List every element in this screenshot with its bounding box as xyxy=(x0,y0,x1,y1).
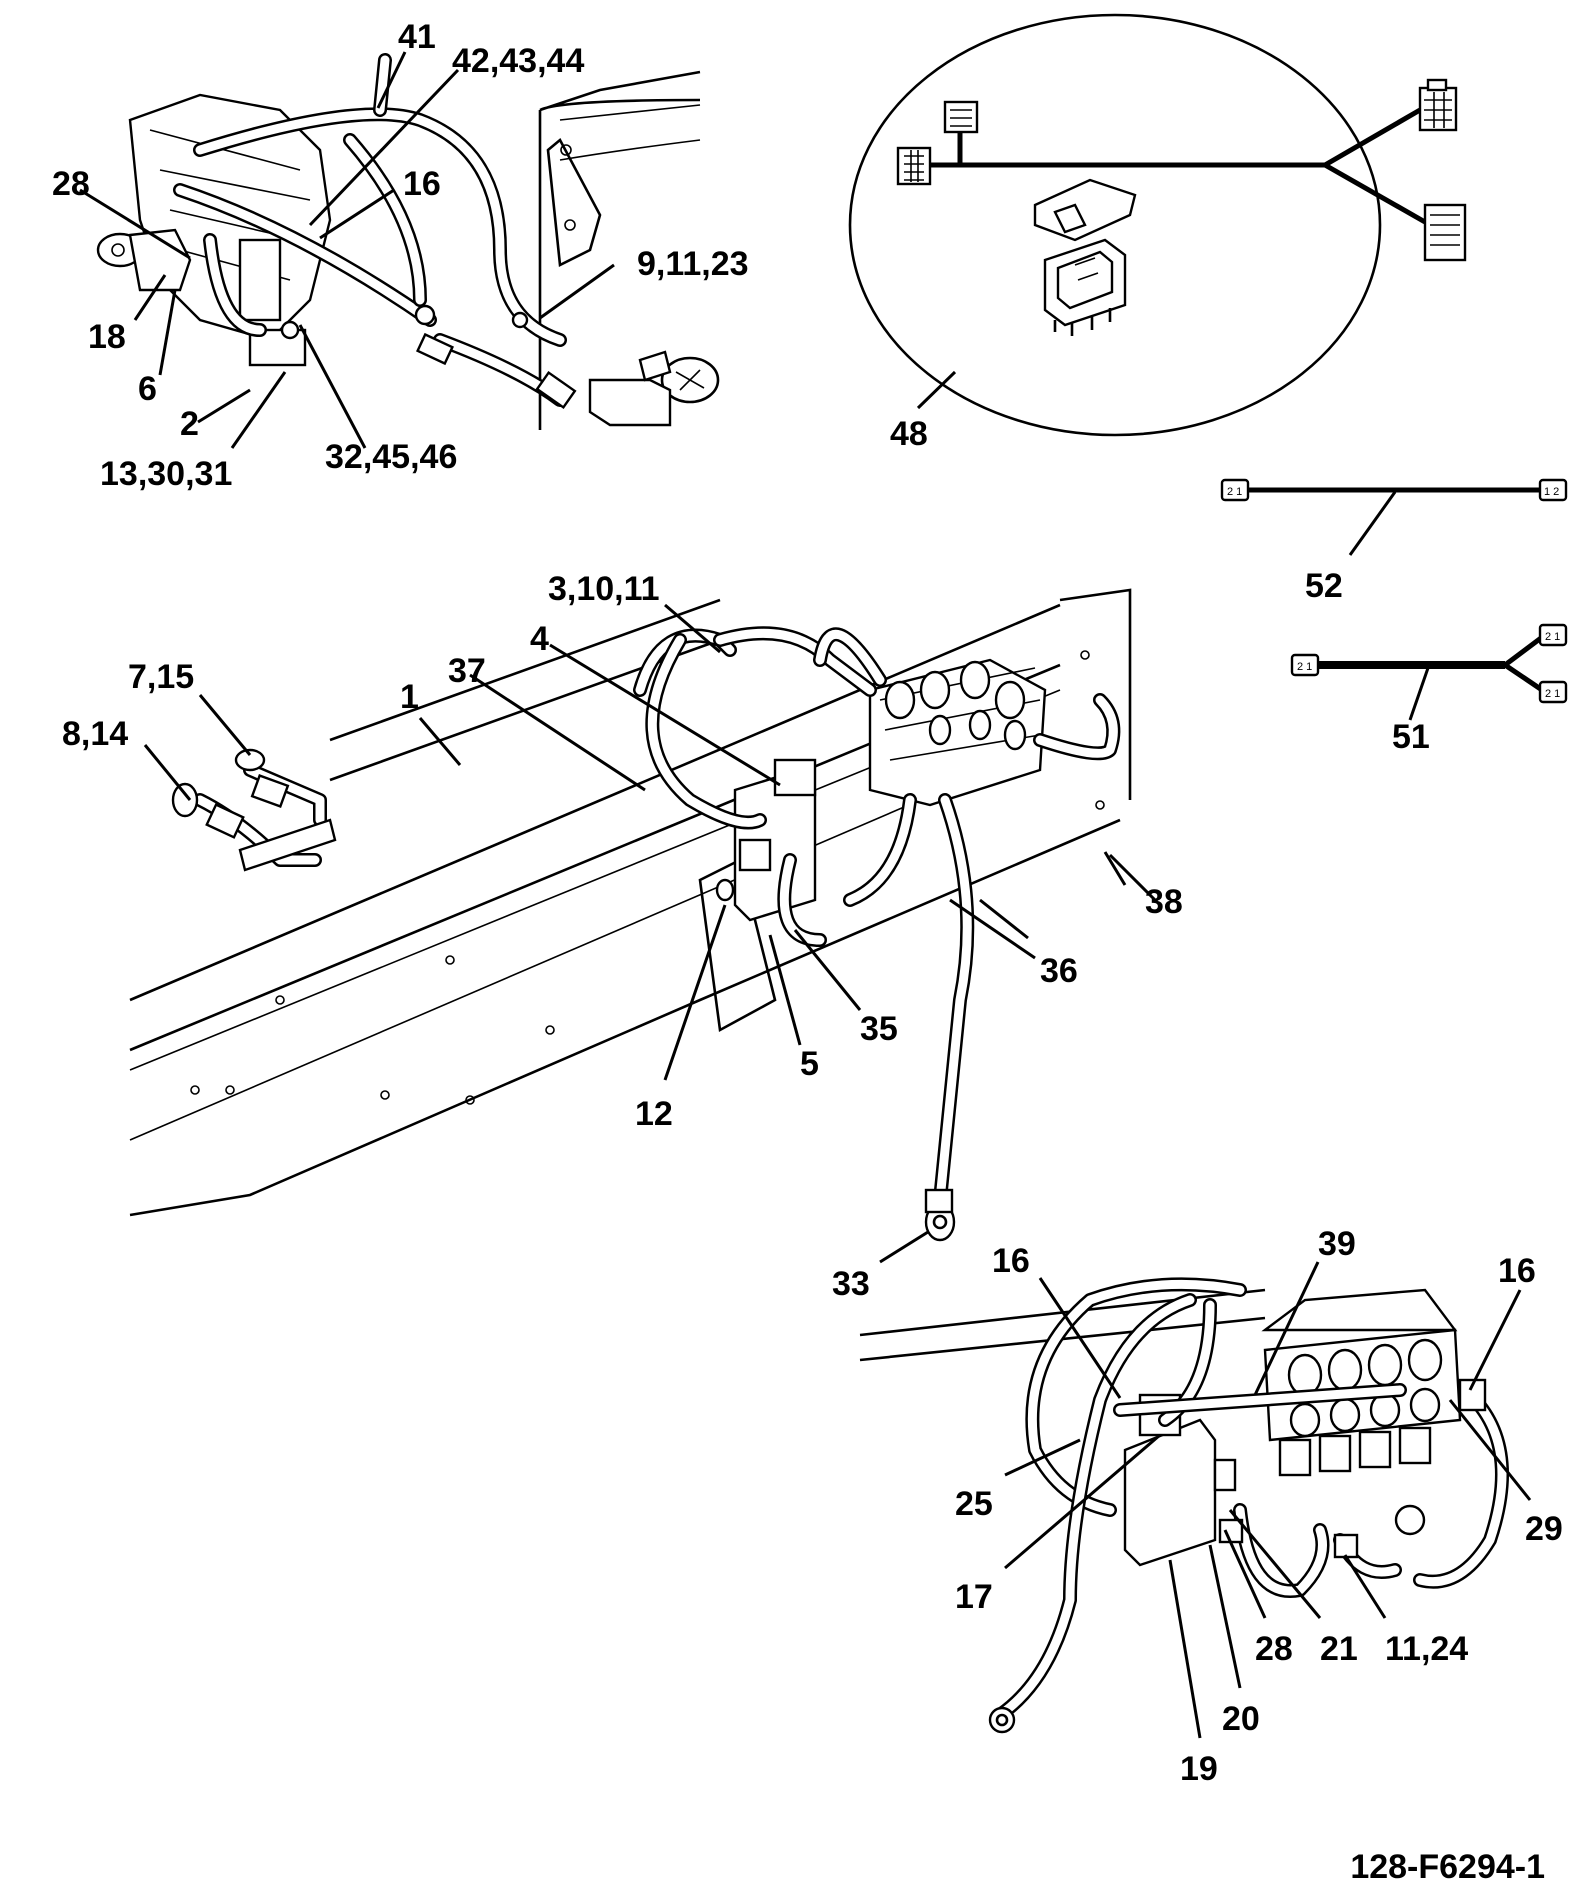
callout-28-top: 28 xyxy=(52,165,90,203)
callout-3-10-11: 3,10,11 xyxy=(548,570,660,608)
callout-48: 48 xyxy=(890,415,928,453)
top-left-pump-view xyxy=(79,51,720,449)
center-boom-valve-view xyxy=(129,588,1162,1264)
pin-label: 1 2 xyxy=(1544,486,1559,498)
callout-52: 52 xyxy=(1305,567,1343,605)
pin-label: 2 1 xyxy=(1545,631,1560,643)
callout-21: 21 xyxy=(1320,1630,1358,1668)
callout-41: 41 xyxy=(398,18,436,56)
harness-51: 2 1 2 1 2 1 xyxy=(1290,623,1568,721)
callout-29: 29 xyxy=(1525,1510,1563,1548)
callout-6: 6 xyxy=(138,370,157,408)
callout-16-bottom-left: 16 xyxy=(992,1242,1030,1280)
callout-18: 18 xyxy=(88,318,126,356)
callout-35: 35 xyxy=(860,1010,898,1048)
pin-label: 2 1 xyxy=(1227,486,1242,498)
callout-51: 51 xyxy=(1392,718,1430,756)
callout-12: 12 xyxy=(635,1095,673,1133)
callout-39: 39 xyxy=(1318,1225,1356,1263)
callout-16-top: 16 xyxy=(403,165,441,203)
callout-25: 25 xyxy=(955,1485,993,1523)
callout-labels: 41 42,43,44 28 16 9,11,23 18 6 2 13,30,3… xyxy=(52,18,1563,1788)
callout-4: 4 xyxy=(530,620,549,658)
callout-8-14: 8,14 xyxy=(62,715,128,753)
callout-17: 17 xyxy=(955,1578,993,1616)
callout-37: 37 xyxy=(448,652,486,690)
harness-52: 2 1 1 2 xyxy=(1220,478,1568,556)
callout-9-11-23: 9,11,23 xyxy=(637,245,749,283)
callout-42-43-44: 42,43,44 xyxy=(452,42,584,80)
callout-1: 1 xyxy=(400,678,419,716)
pin-label: 2 1 xyxy=(1545,688,1560,700)
callout-36: 36 xyxy=(1040,952,1078,990)
callout-28-bottom: 28 xyxy=(1255,1630,1293,1668)
callout-32-45-46: 32,45,46 xyxy=(325,438,457,476)
callout-11-24: 11,24 xyxy=(1385,1630,1468,1668)
callout-13-30-31: 13,30,31 xyxy=(100,455,232,493)
callout-20: 20 xyxy=(1222,1700,1260,1738)
callout-19: 19 xyxy=(1180,1750,1218,1788)
callout-16-bottom-right: 16 xyxy=(1498,1252,1536,1290)
callout-2: 2 xyxy=(180,405,199,443)
pin-label: 2 1 xyxy=(1297,661,1312,673)
callout-38: 38 xyxy=(1145,883,1183,921)
drawing-id: 128-F6294-1 xyxy=(1350,1848,1545,1886)
bottom-right-valve-view xyxy=(859,1261,1532,1739)
callout-5: 5 xyxy=(800,1045,819,1083)
harness-kit-48 xyxy=(848,13,1467,437)
callout-33: 33 xyxy=(832,1265,870,1303)
callout-7-15: 7,15 xyxy=(128,658,194,696)
